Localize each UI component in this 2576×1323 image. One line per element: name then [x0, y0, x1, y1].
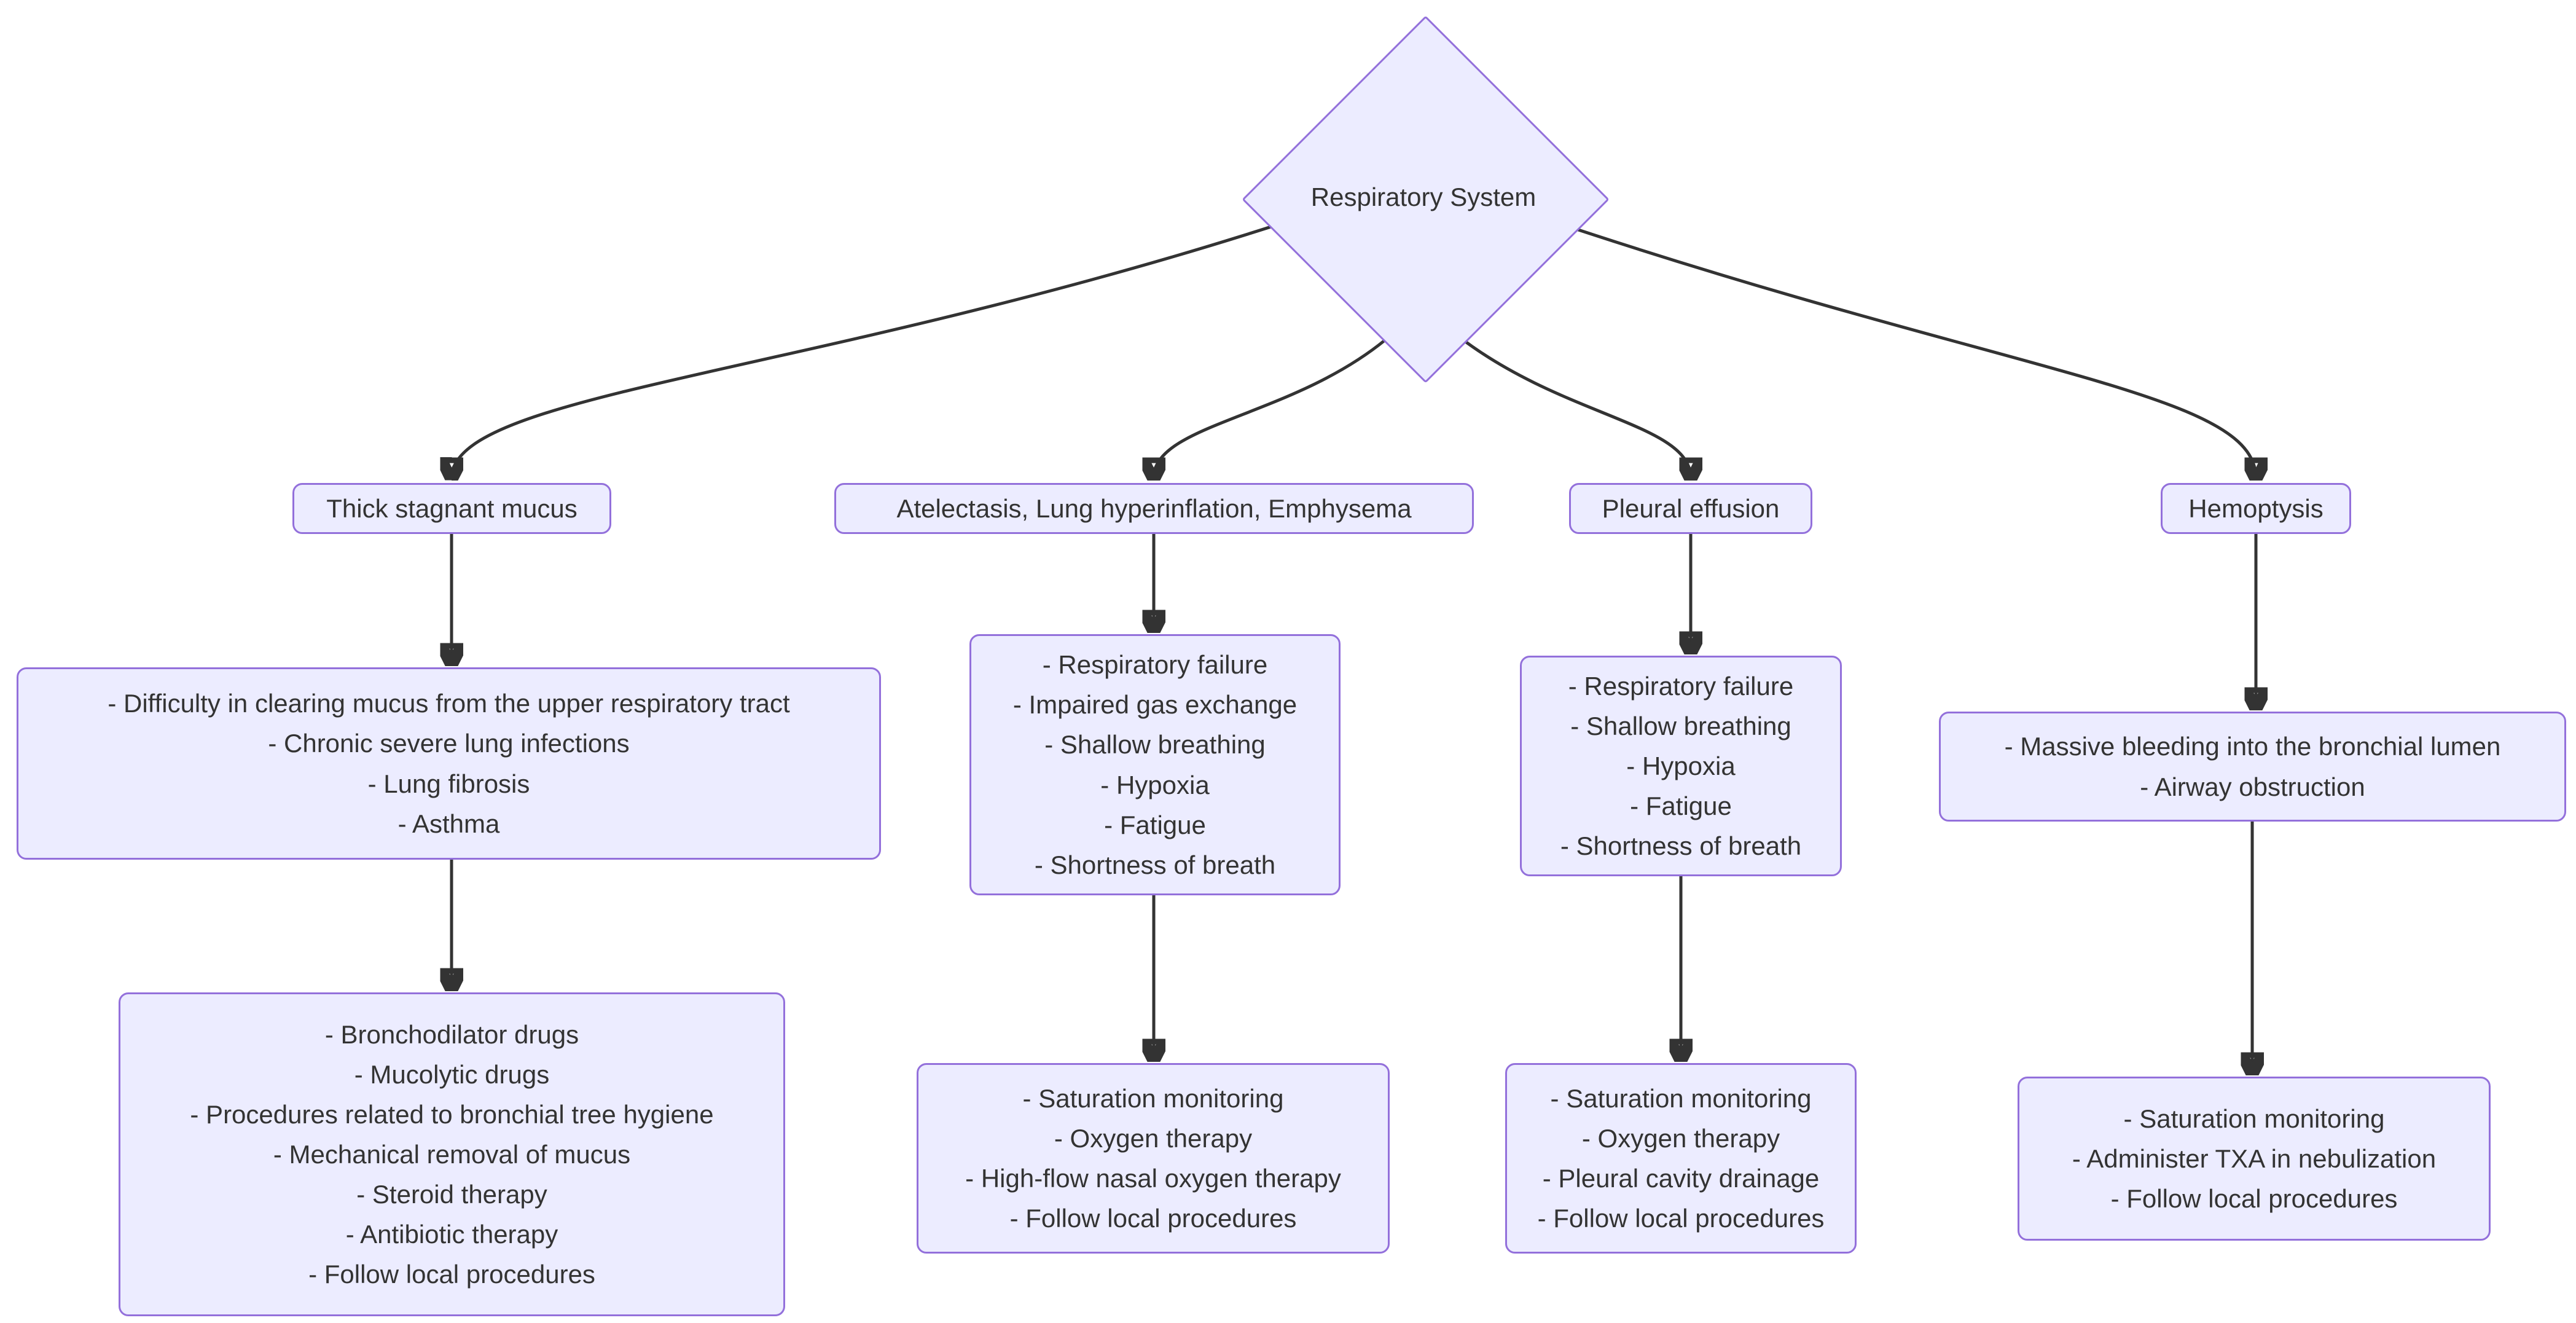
- list-line: - Follow local procedures: [1537, 1204, 1825, 1233]
- list-line: - High-flow nasal oxygen therapy: [965, 1164, 1341, 1193]
- list-line: - Saturation monitoring: [1022, 1083, 1284, 1113]
- condition-label: Hemoptysis: [2188, 493, 2323, 523]
- list-line: - Respiratory failure: [1042, 650, 1268, 680]
- treatments-node-hemoptysis: - Saturation monitoring - Administer TXA…: [2018, 1077, 2491, 1241]
- treatments-node-thick-stagnant-mucus: - Bronchodilator drugs - Mucolytic drugs…: [119, 992, 785, 1316]
- list-line: - Lung fibrosis: [367, 769, 530, 798]
- list-line: - Impaired gas exchange: [1012, 690, 1298, 720]
- list-line: - Shortness of breath: [1034, 850, 1276, 879]
- list-line: - Pleural cavity drainage: [1542, 1164, 1820, 1193]
- list-line: - Follow local procedures: [2110, 1184, 2398, 1214]
- list-line: - Saturation monitoring: [2123, 1104, 2385, 1133]
- condition-label: Thick stagnant mucus: [326, 493, 577, 523]
- condition-label: Atelectasis, Lung hyperinflation, Emphys…: [896, 493, 1412, 523]
- symptoms-node-pleural-effusion: - Respiratory failure - Shallow breathin…: [1520, 656, 1842, 876]
- list-line: - Oxygen therapy: [1581, 1123, 1780, 1153]
- list-line: - Respiratory failure: [1568, 671, 1794, 701]
- list-line: - Fatigue: [1630, 791, 1732, 821]
- list-line: - Antibiotic therapy: [345, 1220, 558, 1249]
- edge-root-to-branch4: [1572, 226, 2256, 478]
- list-line: - Airway obstruction: [2140, 772, 2365, 801]
- list-line: - Shallow breathing: [1570, 711, 1791, 740]
- condition-label: Pleural effusion: [1602, 493, 1780, 523]
- list-line: - Hypoxia: [1626, 751, 1736, 780]
- list-line: - Shortness of breath: [1560, 831, 1802, 861]
- list-line: - Oxygen therapy: [1054, 1123, 1253, 1153]
- list-line: - Fatigue: [1104, 810, 1206, 839]
- list-line: - Procedures related to bronchial tree h…: [190, 1099, 714, 1129]
- list-line: - Difficulty in clearing mucus from the …: [108, 689, 790, 718]
- root-node-label: Respiratory System: [1310, 183, 1537, 211]
- list-line: - Administer TXA in nebulization: [2072, 1144, 2437, 1173]
- edge-root-to-branch2: [1154, 339, 1387, 478]
- condition-node-atelectasis: Atelectasis, Lung hyperinflation, Emphys…: [834, 483, 1474, 534]
- symptoms-node-hemoptysis: - Massive bleeding into the bronchial lu…: [1939, 712, 2566, 822]
- symptoms-node-thick-stagnant-mucus: - Difficulty in clearing mucus from the …: [17, 667, 881, 860]
- list-line: - Mucolytic drugs: [354, 1059, 550, 1089]
- condition-node-thick-stagnant-mucus: Thick stagnant mucus: [292, 483, 611, 534]
- edge-root-to-branch3: [1461, 338, 1691, 478]
- condition-node-pleural-effusion: Pleural effusion: [1569, 483, 1812, 534]
- list-line: - Follow local procedures: [1009, 1204, 1297, 1233]
- edge-root-to-branch1: [452, 224, 1274, 478]
- list-line: - Asthma: [397, 809, 500, 838]
- symptoms-node-atelectasis: - Respiratory failure - Impaired gas exc…: [969, 634, 1341, 895]
- list-line: - Bronchodilator drugs: [324, 1019, 579, 1049]
- list-line: - Hypoxia: [1100, 770, 1210, 799]
- list-line: - Follow local procedures: [308, 1260, 595, 1289]
- list-line: - Chronic severe lung infections: [268, 729, 630, 758]
- list-line: - Shallow breathing: [1044, 730, 1266, 760]
- list-line: - Mechanical removal of mucus: [273, 1139, 631, 1169]
- list-line: - Steroid therapy: [356, 1180, 547, 1209]
- treatments-node-atelectasis: - Saturation monitoring - Oxygen therapy…: [917, 1063, 1390, 1254]
- condition-node-hemoptysis: Hemoptysis: [2161, 483, 2351, 534]
- list-line: - Massive bleeding into the bronchial lu…: [2004, 732, 2501, 761]
- list-line: - Saturation monitoring: [1550, 1083, 1812, 1113]
- treatments-node-pleural-effusion: - Saturation monitoring - Oxygen therapy…: [1505, 1063, 1857, 1254]
